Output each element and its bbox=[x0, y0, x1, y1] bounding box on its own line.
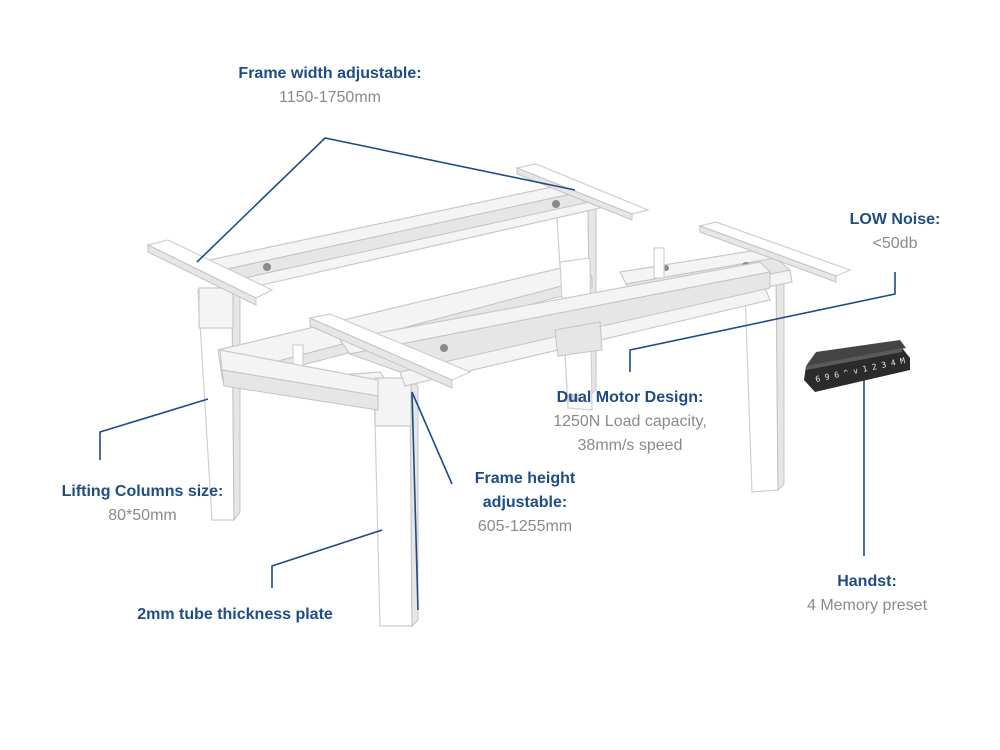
handset-controller: 6 9 6 ^ v 1 2 3 4 M bbox=[804, 340, 910, 392]
low-noise-callout: LOW Noise: <50db bbox=[820, 208, 970, 256]
leader-frame-width bbox=[196, 137, 576, 263]
frame-height-title-line1: Frame height bbox=[474, 470, 576, 487]
leader-low-noise bbox=[629, 272, 896, 372]
tube-thickness-title: 2mm tube thickness plate bbox=[137, 606, 333, 623]
tube-thickness-callout: 2mm tube thickness plate bbox=[110, 603, 360, 627]
frame-width-title: Frame width adjustable: bbox=[238, 65, 422, 82]
leader-tube-thickness bbox=[271, 529, 383, 588]
leader-frame-height bbox=[411, 391, 453, 611]
lifting-columns-title: Lifting Columns size: bbox=[61, 483, 224, 500]
frame-height-title-line2: adjustable: bbox=[482, 494, 568, 511]
dual-motor-title: Dual Motor Design: bbox=[556, 389, 704, 406]
frame-height-value: 605-1255mm bbox=[477, 518, 573, 535]
handset-title: Handst: bbox=[837, 573, 897, 590]
lifting-columns-callout: Lifting Columns size: 80*50mm bbox=[30, 480, 255, 528]
handset-callout: Handst: 4 Memory preset bbox=[787, 570, 947, 618]
dual-motor-callout: Dual Motor Design: 1250N Load capacity, … bbox=[520, 386, 740, 458]
handset-value: 4 Memory preset bbox=[806, 597, 928, 614]
leader-lifting-columns bbox=[99, 398, 209, 460]
lifting-columns-value: 80*50mm bbox=[108, 507, 177, 524]
dual-motor-speed: 38mm/s speed bbox=[577, 437, 683, 454]
frame-width-value: 1150-1750mm bbox=[279, 89, 381, 106]
front-frame bbox=[219, 261, 772, 628]
low-noise-value: <50db bbox=[872, 235, 918, 252]
frame-width-callout: Frame width adjustable: 1150-1750mm bbox=[200, 62, 460, 110]
low-noise-title: LOW Noise: bbox=[849, 211, 941, 228]
leader-lines bbox=[99, 137, 896, 611]
frame-height-callout: Frame height adjustable: 605-1255mm bbox=[440, 467, 610, 539]
dual-motor-load: 1250N Load capacity, bbox=[553, 413, 707, 430]
